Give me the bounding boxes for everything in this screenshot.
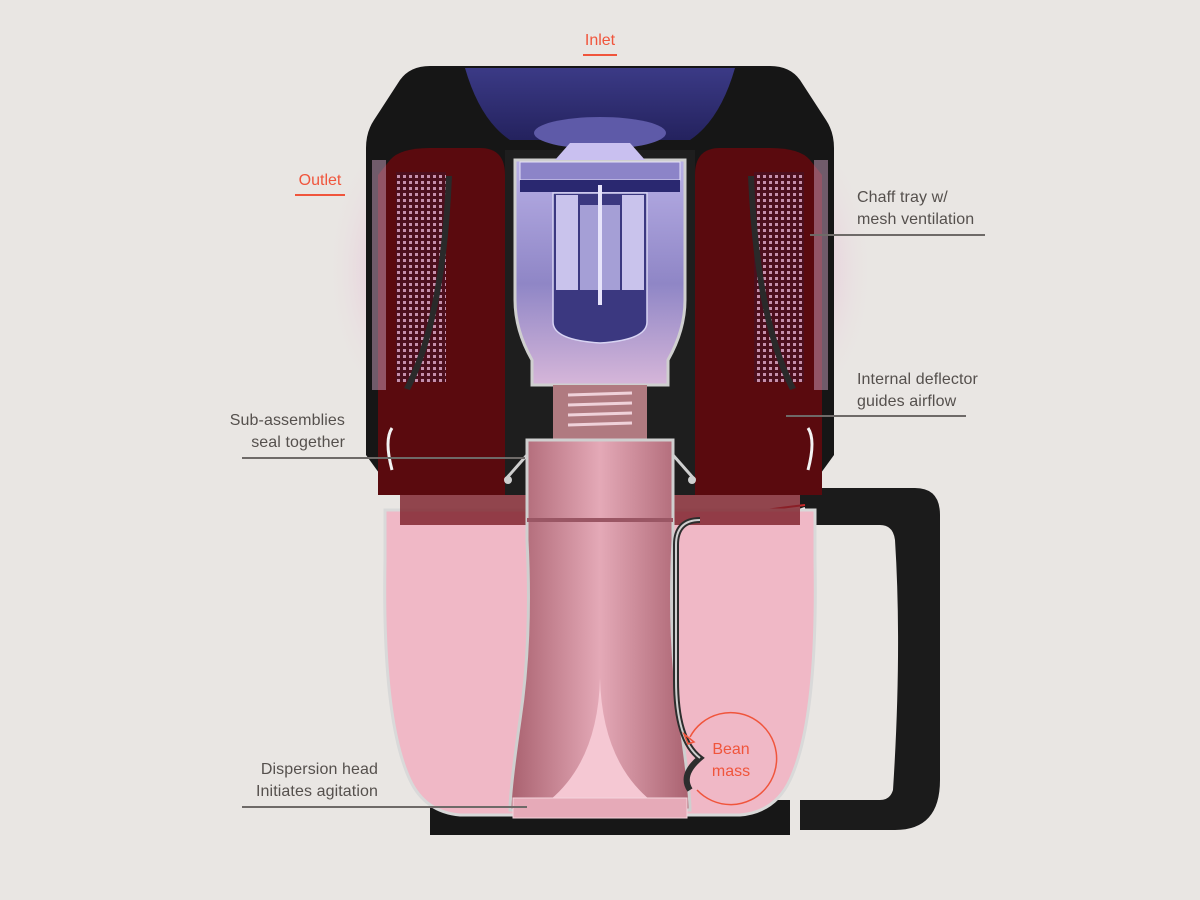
leader-chaff-tray bbox=[810, 234, 985, 236]
inlet-dome bbox=[534, 117, 666, 149]
leader-dispersion bbox=[242, 806, 527, 808]
deflector-left bbox=[404, 176, 452, 390]
inlet-label: Inlet bbox=[584, 32, 616, 49]
inlet-underline bbox=[583, 54, 617, 56]
handle bbox=[800, 488, 940, 830]
callout-sub-assemblies: Sub-assemblies seal together bbox=[200, 410, 345, 454]
dispersion-fins bbox=[512, 797, 688, 819]
callout-sub-assemblies-line1: Sub-assemblies bbox=[229, 412, 345, 429]
deflector-right bbox=[748, 176, 796, 390]
wire-right bbox=[806, 427, 814, 471]
motor-stator-right bbox=[622, 195, 644, 290]
callout-deflector: Internal deflector guides airflow bbox=[857, 369, 978, 413]
bean-mass-label: Bean mass bbox=[700, 739, 762, 783]
callout-dispersion-line1: Dispersion head bbox=[260, 761, 378, 778]
callout-chaff-tray: Chaff tray w/ mesh ventilation bbox=[857, 187, 974, 231]
seal-arm-left bbox=[503, 454, 529, 481]
callout-dispersion-line2: Initiates agitation bbox=[256, 783, 378, 800]
outlet-underline bbox=[295, 194, 345, 196]
callout-chaff-tray-line1: Chaff tray w/ bbox=[857, 189, 948, 206]
callout-sub-assemblies-line2: seal together bbox=[251, 434, 345, 451]
heater-coil bbox=[567, 391, 633, 427]
motor-stator-left bbox=[556, 195, 578, 290]
dispersion-cone bbox=[550, 678, 650, 800]
callout-deflector-line2: guides airflow bbox=[857, 393, 957, 410]
callout-dispersion: Dispersion head Initiates agitation bbox=[200, 759, 378, 803]
callout-deflector-line1: Internal deflector bbox=[857, 371, 978, 388]
bean-mass-circular-arrow bbox=[689, 711, 778, 806]
bean-mass-line1: Bean bbox=[712, 741, 750, 758]
fan-blades bbox=[519, 161, 681, 181]
outlet-label: Outlet bbox=[298, 172, 342, 189]
leader-deflector bbox=[786, 415, 966, 417]
central-tube bbox=[508, 438, 692, 812]
seal-arm-right bbox=[671, 454, 697, 481]
wire-left bbox=[386, 427, 394, 471]
inlet-bowl bbox=[465, 68, 735, 140]
leader-sub-assemblies bbox=[242, 457, 525, 459]
arrowhead-icon bbox=[682, 731, 696, 745]
callout-chaff-tray-line2: mesh ventilation bbox=[857, 211, 975, 228]
fan-cap bbox=[555, 143, 645, 160]
bean-mass-line2: mass bbox=[711, 763, 751, 780]
